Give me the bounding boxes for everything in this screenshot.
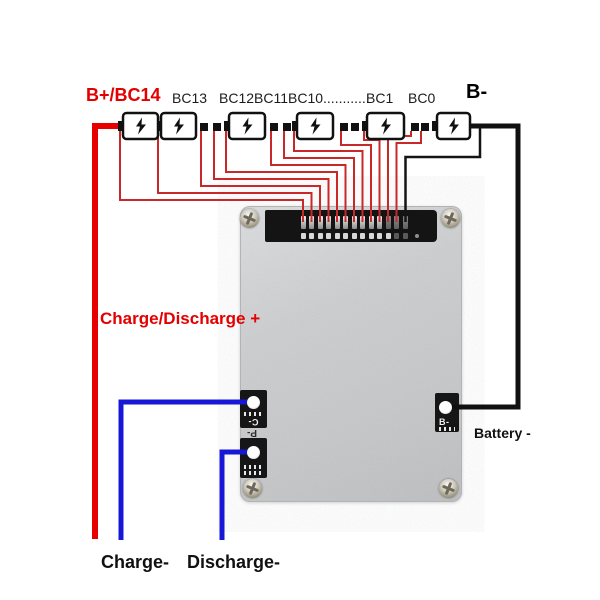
screw-icon	[240, 476, 265, 501]
label-charge-discharge-plus: Charge/Discharge +	[100, 309, 261, 328]
b-minus-pad: B-	[435, 393, 459, 432]
p-minus-silkscreen: P-	[247, 427, 257, 438]
connector-solder-pad	[326, 233, 332, 239]
label-bc13: BC13	[172, 90, 208, 106]
lightning-bolt-icon	[449, 117, 459, 135]
c-minus-hole	[246, 395, 260, 409]
omitted-cell-dot	[421, 123, 429, 131]
lightning-bolt-icon	[136, 117, 146, 135]
pad-pin-dots	[244, 471, 263, 475]
label-bc0: BC0	[408, 90, 436, 106]
connector-solder-pad	[394, 233, 400, 239]
label-charge-minus: Charge-	[101, 552, 170, 572]
connector-pin	[402, 216, 408, 229]
connector-solder-pad	[385, 233, 391, 239]
omitted-cell-dot	[283, 123, 291, 131]
p-minus-pad	[240, 438, 267, 478]
omitted-cell-dot	[270, 123, 278, 131]
battery-terminals	[118, 121, 437, 131]
battery-cell-icon	[365, 111, 406, 141]
connector-solder-pad	[360, 233, 366, 239]
omitted-cell-dot	[351, 123, 359, 131]
label-discharge-minus: Discharge-	[187, 552, 281, 572]
bms-board: C- P- B-	[237, 206, 463, 502]
connector-pin	[377, 216, 383, 229]
connector-solder-pad	[309, 233, 315, 239]
board-texture	[240, 206, 462, 502]
b-minus-pad-label: B-	[439, 417, 450, 427]
p-minus-hole	[246, 445, 260, 459]
lightning-bolt-icon	[310, 117, 321, 135]
connector-solder-pad	[377, 233, 383, 239]
connector-solder-pad	[334, 233, 340, 239]
connector-pin	[394, 216, 400, 229]
omitted-cell-dot	[411, 123, 419, 131]
omitted-cell-dot	[340, 123, 348, 131]
label-b-minus: B-	[466, 81, 488, 103]
label-bc1: BC1	[366, 90, 394, 106]
battery-cell-icon	[227, 111, 267, 141]
connector-pin	[317, 216, 323, 229]
connector-solder-pad	[368, 233, 374, 239]
connector-pin	[326, 216, 332, 229]
lightning-bolt-icon	[242, 117, 253, 135]
connector-pin	[334, 216, 340, 229]
connector-solder-pad	[402, 233, 408, 239]
battery-cells	[121, 111, 472, 141]
screw-icon	[237, 206, 262, 231]
connector-pin	[343, 216, 349, 229]
lightning-bolt-icon	[174, 117, 184, 135]
screw-icon	[436, 476, 461, 501]
balance-connector-strip	[265, 210, 437, 242]
connector-pin	[351, 216, 357, 229]
battery-string	[118, 111, 472, 141]
connector-pin	[385, 216, 391, 229]
connector-solder-pad	[343, 233, 349, 239]
label-b-plus-bc14: B+/BC14	[86, 85, 161, 105]
c-minus-label: C-	[248, 417, 259, 427]
lightning-bolts	[136, 117, 459, 135]
lightning-bolt-icon	[381, 117, 391, 135]
pad-pin-dots	[244, 465, 263, 469]
wire-charge-minus	[118, 399, 247, 540]
screw-icon	[438, 206, 463, 231]
battery-cell-icon	[121, 111, 160, 141]
b-minus-hole	[438, 400, 452, 414]
connector-pin	[300, 216, 306, 229]
connector-solder-pad	[351, 233, 357, 239]
connector-solder-pad	[300, 233, 306, 239]
omitted-cell-dots	[200, 123, 429, 131]
connector-dot	[415, 234, 419, 238]
c-minus-pad: C-	[240, 390, 267, 428]
battery-cell-icon	[295, 111, 335, 141]
connector-solder-pad	[317, 233, 323, 239]
pad-pin-dots	[244, 412, 263, 416]
pad-pin-dots	[439, 427, 455, 431]
omitted-cell-dot	[200, 123, 208, 131]
connector-pin	[368, 216, 374, 229]
battery-cell-icon	[159, 111, 198, 141]
label-battery-minus: Battery -	[474, 425, 531, 441]
wire-b-plus	[92, 123, 123, 539]
label-bc12-bc11-bc10: BC12BC11BC10............	[219, 90, 370, 106]
connector-pin	[360, 216, 366, 229]
omitted-cell-dot	[213, 123, 221, 131]
battery-cell-icon	[435, 111, 472, 141]
connector-pin	[309, 216, 315, 229]
